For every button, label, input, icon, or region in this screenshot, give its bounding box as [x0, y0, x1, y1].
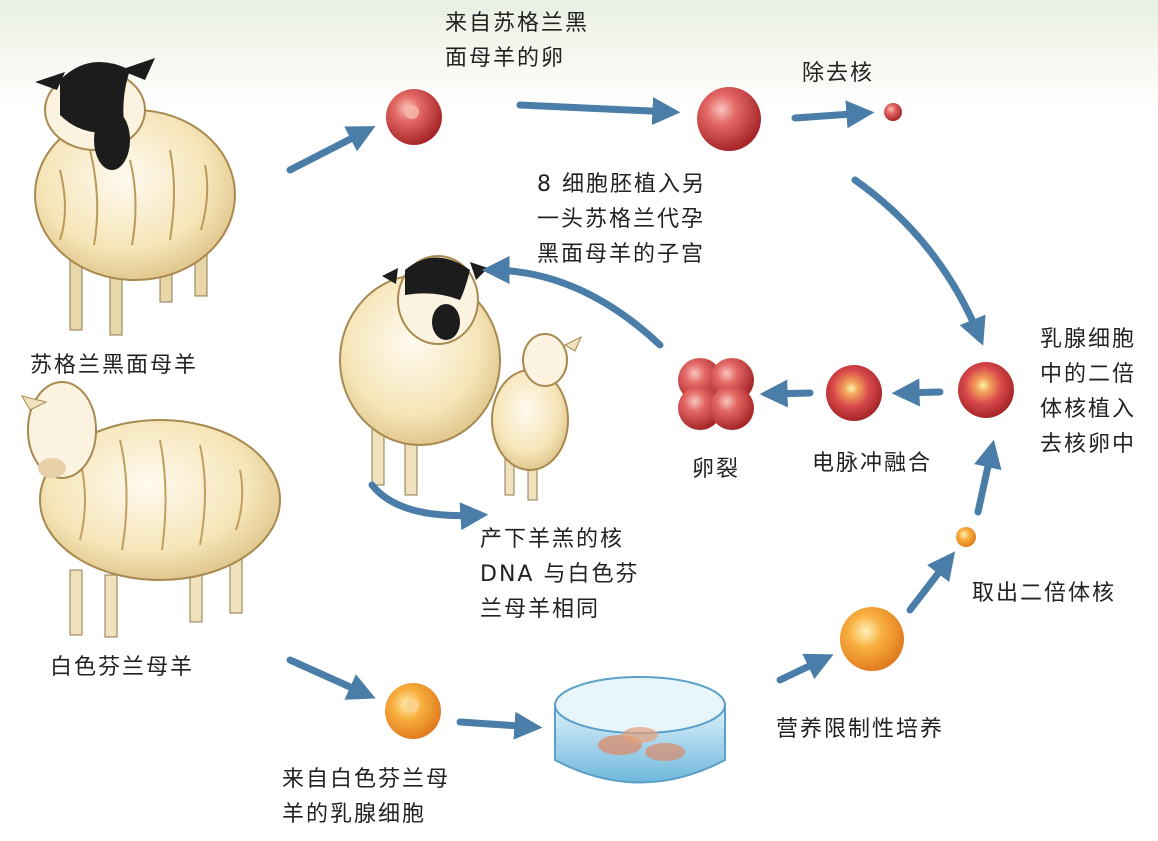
cleaving-embryo — [678, 358, 754, 430]
arrow-egg-to-egg — [520, 105, 672, 112]
mammary-cell — [385, 683, 441, 739]
label-finn-ewe: 白色芬兰母羊 — [50, 650, 194, 685]
label-electric-fusion: 电脉冲融合 — [812, 446, 932, 481]
cultured-mammary-cell — [840, 607, 904, 671]
label-cleavage: 卵裂 — [692, 452, 740, 487]
label-mammary-source: 来自白色芬兰母 羊的乳腺细胞 — [282, 762, 450, 832]
arrow-implant — [490, 270, 660, 345]
arrow-to-cleavage — [768, 393, 810, 394]
label-lamb-result: 产下羊羔的核 DNA 与白色芬 兰母羊相同 — [480, 522, 639, 627]
arrow-finn-to-cell — [290, 660, 368, 695]
arrow-dish-to-culture — [780, 658, 826, 680]
diploid-nucleus — [956, 527, 976, 547]
white-finn-ewe-illustration — [22, 382, 280, 637]
label-extract-nucleus: 取出二倍体核 — [972, 576, 1116, 611]
arrow-to-nucleus-transfer — [855, 180, 980, 338]
fused-cell — [826, 365, 882, 421]
label-nucleus-transfer: 乳腺细胞 中的二倍 体核植入 去核卵中 — [1040, 322, 1136, 462]
arrow-culture-to-nucleus — [910, 558, 950, 610]
removed-nucleus — [884, 103, 902, 121]
arrow-to-fusion — [900, 392, 940, 393]
label-scottish-ewe: 苏格兰黑面母羊 — [30, 348, 198, 383]
arrow-nucleus-to-egg — [978, 448, 992, 512]
arrow-cell-to-dish — [460, 722, 534, 727]
arrow-birth — [372, 485, 480, 516]
egg-cell — [697, 87, 761, 151]
reconstructed-egg-cell — [958, 362, 1014, 418]
label-egg-source: 来自苏格兰黑 面母羊的卵 — [445, 6, 589, 76]
arrow-ewe-to-egg — [290, 130, 368, 170]
label-enucleate: 除去核 — [802, 56, 874, 91]
surrogate-ewe-and-lamb-illustration — [340, 256, 581, 500]
scottish-blackface-ewe-illustration — [35, 58, 235, 335]
petri-dish — [555, 677, 725, 783]
label-embryo-transfer: 8 细胞胚植入另 一头苏格兰代孕 黑面母羊的子宫 — [537, 167, 706, 272]
arrow-enucleate — [795, 113, 866, 118]
scottish-egg-cell — [386, 89, 442, 145]
label-starvation-culture: 营养限制性培养 — [776, 712, 944, 747]
